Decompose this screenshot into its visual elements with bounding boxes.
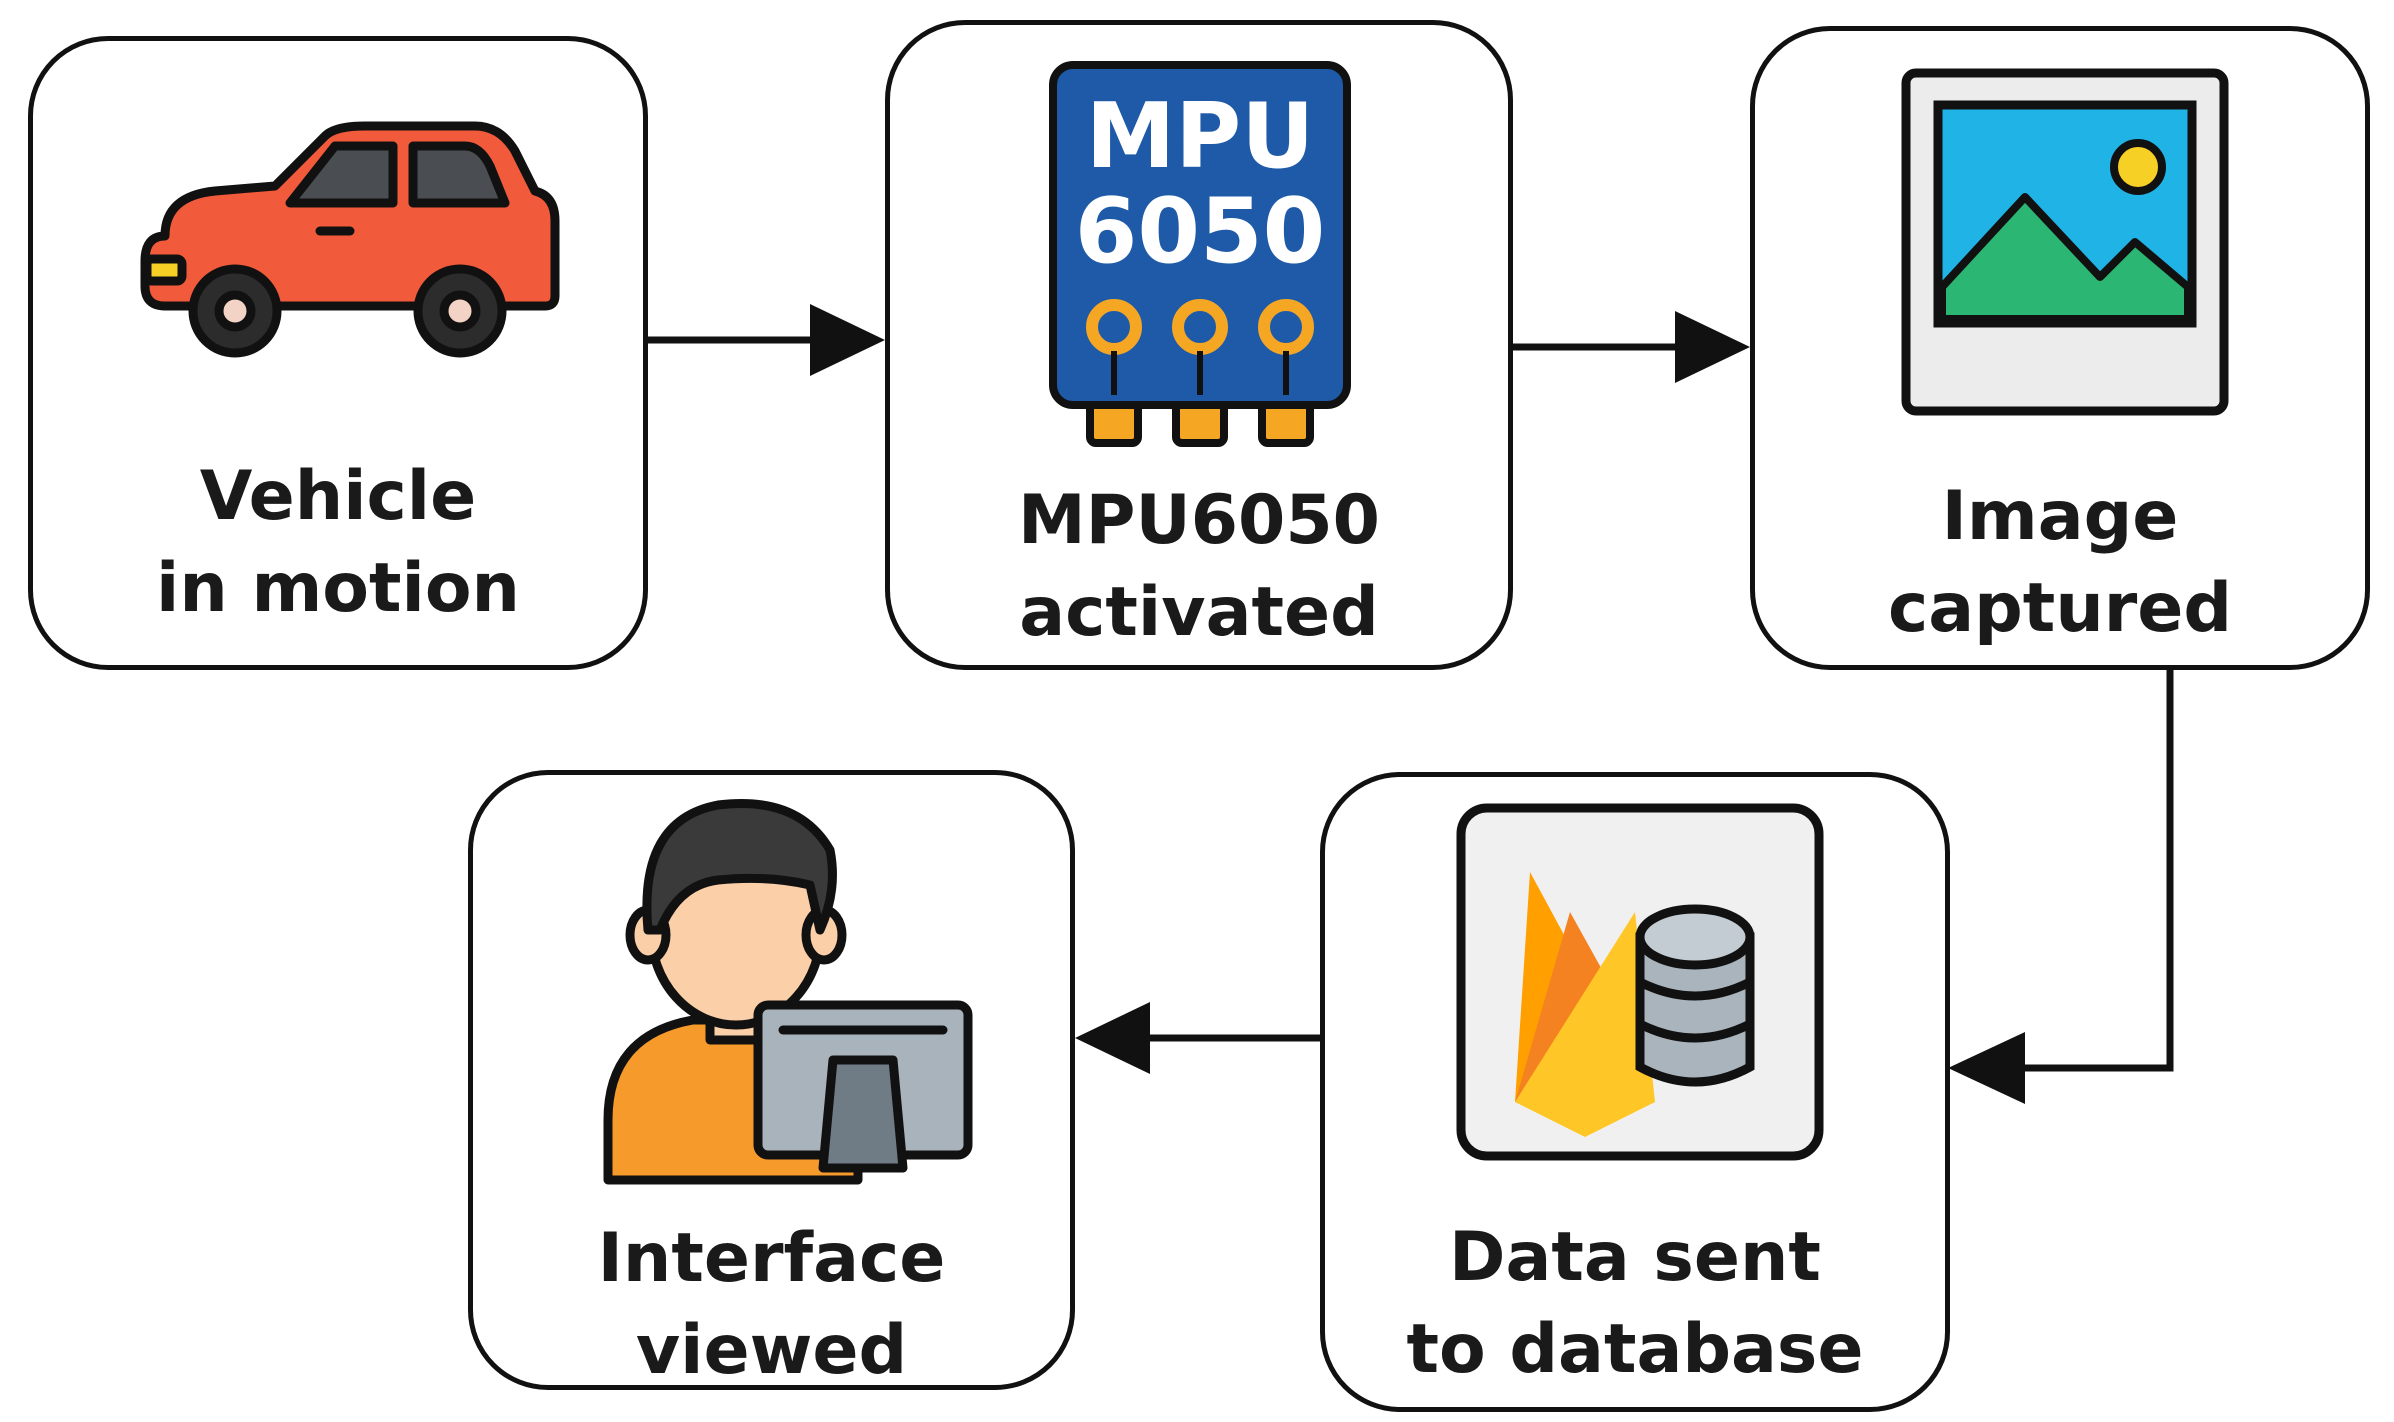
arrow-image-to-database	[2008, 670, 2174, 1072]
step-label-line-2: to database	[1406, 1310, 1864, 1389]
step-label-line-2: activated	[1019, 573, 1379, 652]
image-photo-icon	[1901, 68, 2229, 416]
step-label: Vehicle in motion	[33, 451, 643, 635]
user-computer-icon	[603, 798, 973, 1185]
mpu6050-chip-icon: MPU 6050	[1049, 61, 1351, 447]
firebase-icon	[1515, 872, 1655, 1137]
chip-text-1: MPU	[1086, 84, 1315, 189]
step-label-line-1: Image	[1941, 477, 2179, 556]
step-label-line-1: Vehicle	[199, 457, 477, 536]
arrowhead-3	[1948, 1032, 2025, 1104]
step-label-line-1: Interface	[597, 1219, 946, 1298]
arrowhead-4	[1075, 1002, 1150, 1074]
step-vehicle-in-motion: Vehicle in motion	[28, 36, 648, 670]
step-label: MPU6050 activated	[890, 475, 1508, 659]
step-mpu6050-activated: MPU 6050 MPU6050 activated	[885, 20, 1513, 670]
firebase-database-icon	[1456, 803, 1824, 1161]
step-label: Interface viewed	[473, 1213, 1070, 1397]
step-label-line-1: Data sent	[1449, 1218, 1821, 1297]
car-icon	[140, 121, 560, 358]
step-label: Image captured	[1755, 471, 2365, 655]
step-label-line-2: in motion	[156, 549, 520, 628]
step-label-line-2: viewed	[635, 1311, 908, 1390]
chip-text-2: 6050	[1075, 179, 1326, 284]
step-label-line-2: captured	[1887, 569, 2233, 648]
step-label: Data sent to database	[1325, 1212, 1945, 1396]
step-label-line-1: MPU6050	[1018, 481, 1380, 560]
arrowhead-1	[810, 304, 885, 376]
step-image-captured: Image captured	[1750, 26, 2370, 670]
step-data-sent-to-database: Data sent to database	[1320, 772, 1950, 1412]
database-icon	[1635, 904, 1755, 1087]
step-interface-viewed: Interface viewed	[468, 770, 1075, 1390]
arrowhead-2	[1675, 311, 1750, 383]
